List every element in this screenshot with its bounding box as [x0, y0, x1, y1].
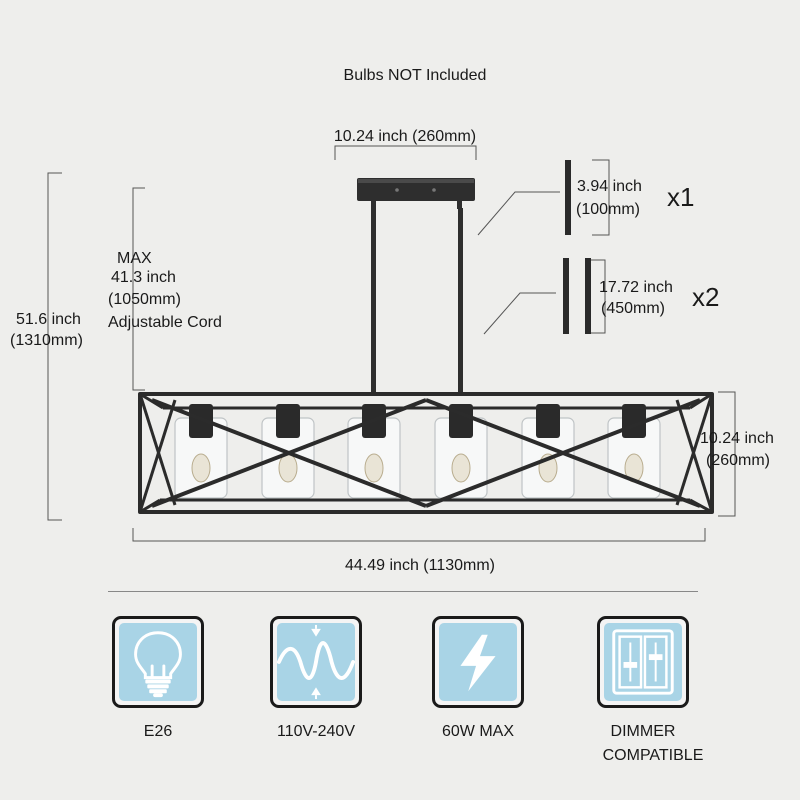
cage-height-mm-label: (260mm)	[706, 452, 771, 469]
rod-short-length-label: 3.94 inch	[577, 178, 642, 195]
feature-dimmer-label-line1: DIMMER	[610, 723, 676, 740]
lightning-bolt-icon	[439, 623, 517, 701]
shade-3	[347, 404, 401, 499]
rod-long-length-label: 17.72 inch	[599, 279, 673, 296]
rod-long-qty: x2	[692, 282, 720, 312]
feature-voltage	[270, 616, 362, 708]
cord-inch-label: 41.3 inch	[111, 269, 176, 286]
cord-adjustable-label: Adjustable Cord	[108, 314, 222, 331]
cage-length-bracket	[132, 528, 706, 542]
rod-long-bracket	[590, 259, 606, 334]
cage-height-bracket	[718, 391, 736, 517]
cord-mm-label: (1050mm)	[108, 291, 181, 308]
feature-wattage	[432, 616, 524, 708]
total-height-mm-label: (1310mm)	[10, 332, 83, 349]
rod-short-bracket	[592, 159, 610, 236]
feature-dimmer	[597, 616, 689, 708]
rod-short	[565, 160, 571, 235]
downrods	[371, 208, 463, 393]
rod-short-qty: x1	[667, 182, 695, 212]
shades	[174, 404, 661, 499]
rod-long-leader	[483, 292, 556, 335]
cord-length-bracket	[132, 187, 145, 391]
bulbs-not-included-note: Bulbs NOT Included	[343, 67, 487, 84]
shade-2	[261, 404, 315, 499]
dimension-lines	[47, 145, 736, 542]
shade-4	[434, 404, 488, 499]
rod-short-mm-label: (100mm)	[576, 201, 641, 218]
dimmer-switch-icon	[604, 623, 682, 701]
rod-long-2	[585, 258, 591, 334]
canopy	[357, 178, 475, 209]
feature-dimmer-label-line2: COMPATIBLE	[602, 747, 704, 764]
canopy-width-bracket	[334, 145, 477, 160]
feature-voltage-label: 110V-240V	[277, 723, 355, 740]
feature-e26	[112, 616, 204, 708]
total-height-bracket	[47, 172, 62, 521]
cage-height-inch-label: 10.24 inch	[700, 430, 774, 447]
rod-long-1	[563, 258, 569, 334]
shade-6	[607, 404, 661, 499]
feature-e26-label: E26	[143, 723, 173, 740]
cage-length-label: 44.49 inch (1130mm)	[345, 557, 495, 574]
total-height-inch-label: 51.6 inch	[16, 311, 81, 328]
shade-1	[174, 404, 228, 499]
rod-long-mm-label: (450mm)	[601, 300, 666, 317]
feature-wattage-label: 60W MAX	[441, 723, 514, 740]
cord-max-label: MAX	[117, 250, 152, 267]
voltage-wave-icon	[277, 623, 355, 701]
canopy-width-label: 10.24 inch (260mm)	[333, 128, 477, 145]
rods-illustration	[563, 160, 591, 334]
separator-line	[108, 591, 698, 592]
bulb-icon	[119, 623, 197, 701]
rod-short-leader	[477, 191, 560, 236]
cage-frame	[138, 392, 714, 514]
